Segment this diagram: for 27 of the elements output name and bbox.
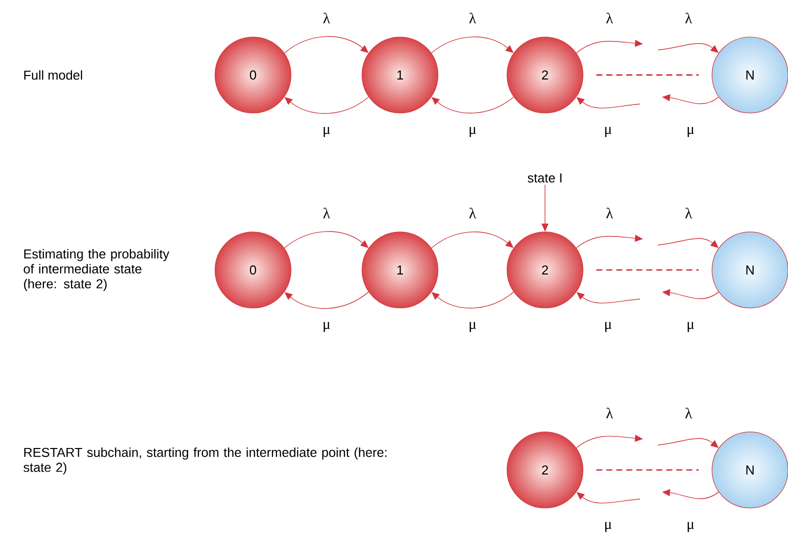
edge-label: λ bbox=[323, 12, 330, 24]
row-label: Estimating the probability of intermediate state (here: state 2) bbox=[24, 249, 170, 291]
edge-label: λ bbox=[606, 12, 614, 24]
dashed-line bbox=[596, 469, 699, 471]
edge-label: μ bbox=[605, 126, 612, 137]
edge-label: μ bbox=[688, 522, 694, 532]
edge-label: λ bbox=[685, 12, 692, 24]
dashed-line bbox=[596, 269, 699, 271]
edge-label: λ bbox=[469, 12, 476, 24]
edge-label: λ bbox=[606, 408, 614, 418]
edge-label: μ bbox=[470, 322, 476, 332]
edge-label: λ bbox=[685, 208, 692, 218]
edge-label: μ bbox=[324, 322, 330, 332]
edge-label: μ bbox=[470, 126, 476, 137]
edge-label: λ bbox=[606, 208, 614, 218]
edge-label: μ bbox=[688, 126, 694, 137]
edge-label: μ bbox=[605, 322, 612, 332]
edge-label: μ bbox=[324, 126, 330, 137]
state-label: state I bbox=[528, 173, 562, 182]
dashed-line bbox=[596, 74, 699, 76]
edge-label: μ bbox=[688, 322, 694, 332]
edge-label: μ bbox=[605, 522, 612, 532]
row-label: Full model bbox=[24, 70, 82, 80]
edge-label: λ bbox=[685, 408, 692, 418]
edge-label: λ bbox=[323, 208, 330, 218]
edge-label: λ bbox=[469, 208, 476, 218]
row-label: RESTART subchain, starting from the intermediate point (here: state 2) bbox=[24, 447, 386, 474]
